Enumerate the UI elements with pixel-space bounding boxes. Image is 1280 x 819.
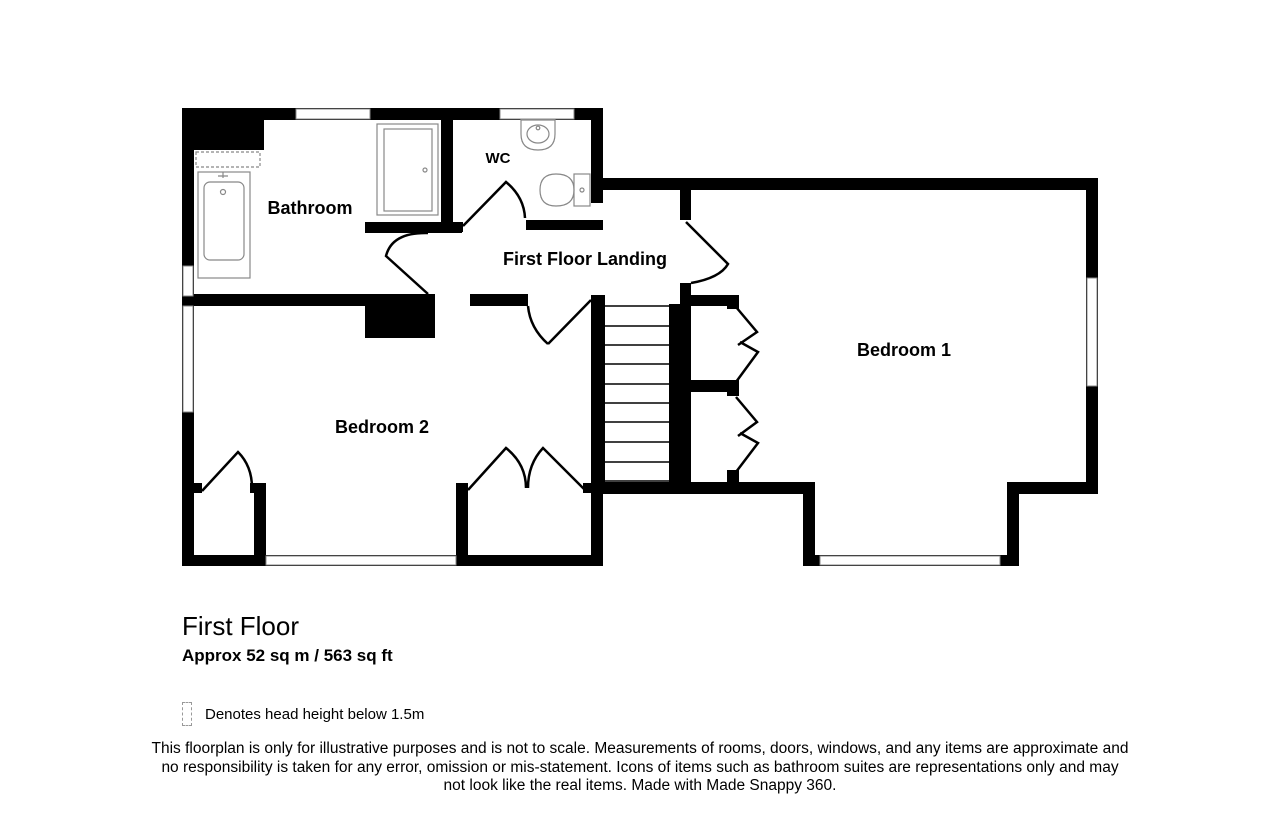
window-wc-top <box>499 108 575 120</box>
legend: Denotes head height below 1.5m <box>182 701 424 727</box>
room-label-bathroom: Bathroom <box>268 198 353 218</box>
wall-wardrobe-mid-post <box>727 380 739 396</box>
window-bedroom1-bay <box>819 555 1001 566</box>
wall-landing-bedroom2 <box>470 294 528 306</box>
wall-bay-right <box>1007 482 1019 566</box>
wall-bay-left <box>803 482 815 566</box>
fixtures <box>195 119 591 279</box>
wall-top-left <box>182 108 603 120</box>
door-bedroom1 <box>685 221 730 285</box>
wall-cupboard-left-top <box>194 483 202 493</box>
staircase <box>605 305 669 482</box>
room-label-bedroom2: Bedroom 2 <box>335 417 429 437</box>
basin-icon <box>520 119 556 151</box>
room-label-bedroom1: Bedroom 1 <box>857 340 951 360</box>
window-bedroom2-bottom <box>265 555 457 566</box>
low-head-height-area <box>195 151 261 168</box>
door-wardrobe-1 <box>734 306 760 383</box>
door-cupboard-right-b <box>526 446 586 491</box>
wall-stairs-right <box>669 304 691 494</box>
window-bathroom-top <box>295 108 371 120</box>
legend-text: Denotes head height below 1.5m <box>205 705 425 723</box>
window-bedroom1-right <box>1086 277 1098 387</box>
floor-plan: Bathroom WC First Floor Landing Bedroom … <box>182 108 1098 566</box>
wall-wc-bottom-right <box>526 220 603 230</box>
wall-stairs-left <box>591 295 605 494</box>
walls <box>182 108 1098 566</box>
windows <box>182 108 1098 566</box>
shower-icon <box>376 123 439 216</box>
wall-bay-right-top <box>1007 482 1098 494</box>
floor-area: Approx 52 sq m / 563 sq ft <box>182 646 393 665</box>
door-bedroom2 <box>526 299 592 345</box>
room-labels: Bathroom WC First Floor Landing Bedroom … <box>268 150 952 437</box>
wall-cupboard-right-top <box>456 483 468 493</box>
door-bathroom <box>384 231 429 295</box>
floor-title: First Floor <box>182 611 299 641</box>
disclaimer: This floorplan is only for illustrative … <box>151 740 1129 794</box>
door-cupboard-right-a <box>467 446 528 491</box>
wall-bathroom-landing <box>365 222 462 233</box>
wall-wardrobe-top-post <box>727 295 739 309</box>
wall-bathroom-wc <box>441 108 453 232</box>
window-bedroom2-left <box>182 305 194 413</box>
chimney-breast-bedroom2 <box>365 294 435 338</box>
toilet-icon <box>573 173 591 207</box>
wall-cupboard-left-top2 <box>250 483 266 493</box>
room-label-landing: First Floor Landing <box>503 249 667 269</box>
wall-landing-bedroom1-top <box>680 178 691 220</box>
door-wc <box>462 180 527 227</box>
low-head-height-swatch-icon <box>182 702 192 726</box>
wall-stairs-bottom <box>591 482 815 494</box>
wall-wc-bottom-left <box>441 222 463 232</box>
room-label-wc: WC <box>486 150 511 167</box>
doors <box>201 180 760 492</box>
wall-wardrobe-mid <box>680 380 739 392</box>
chimney-breast-bathroom <box>182 108 264 150</box>
wall-cupboard-right <box>456 483 468 566</box>
window-bathroom-left <box>182 265 194 297</box>
door-wardrobe-2 <box>735 396 760 473</box>
wall-wardrobe-top <box>680 295 739 306</box>
wall-top-right <box>591 178 1098 190</box>
wall-wardrobe-bottom <box>727 470 739 494</box>
wall-cupboard-left <box>254 483 266 566</box>
door-cupboard-left <box>201 450 254 492</box>
bath-icon <box>197 171 251 279</box>
